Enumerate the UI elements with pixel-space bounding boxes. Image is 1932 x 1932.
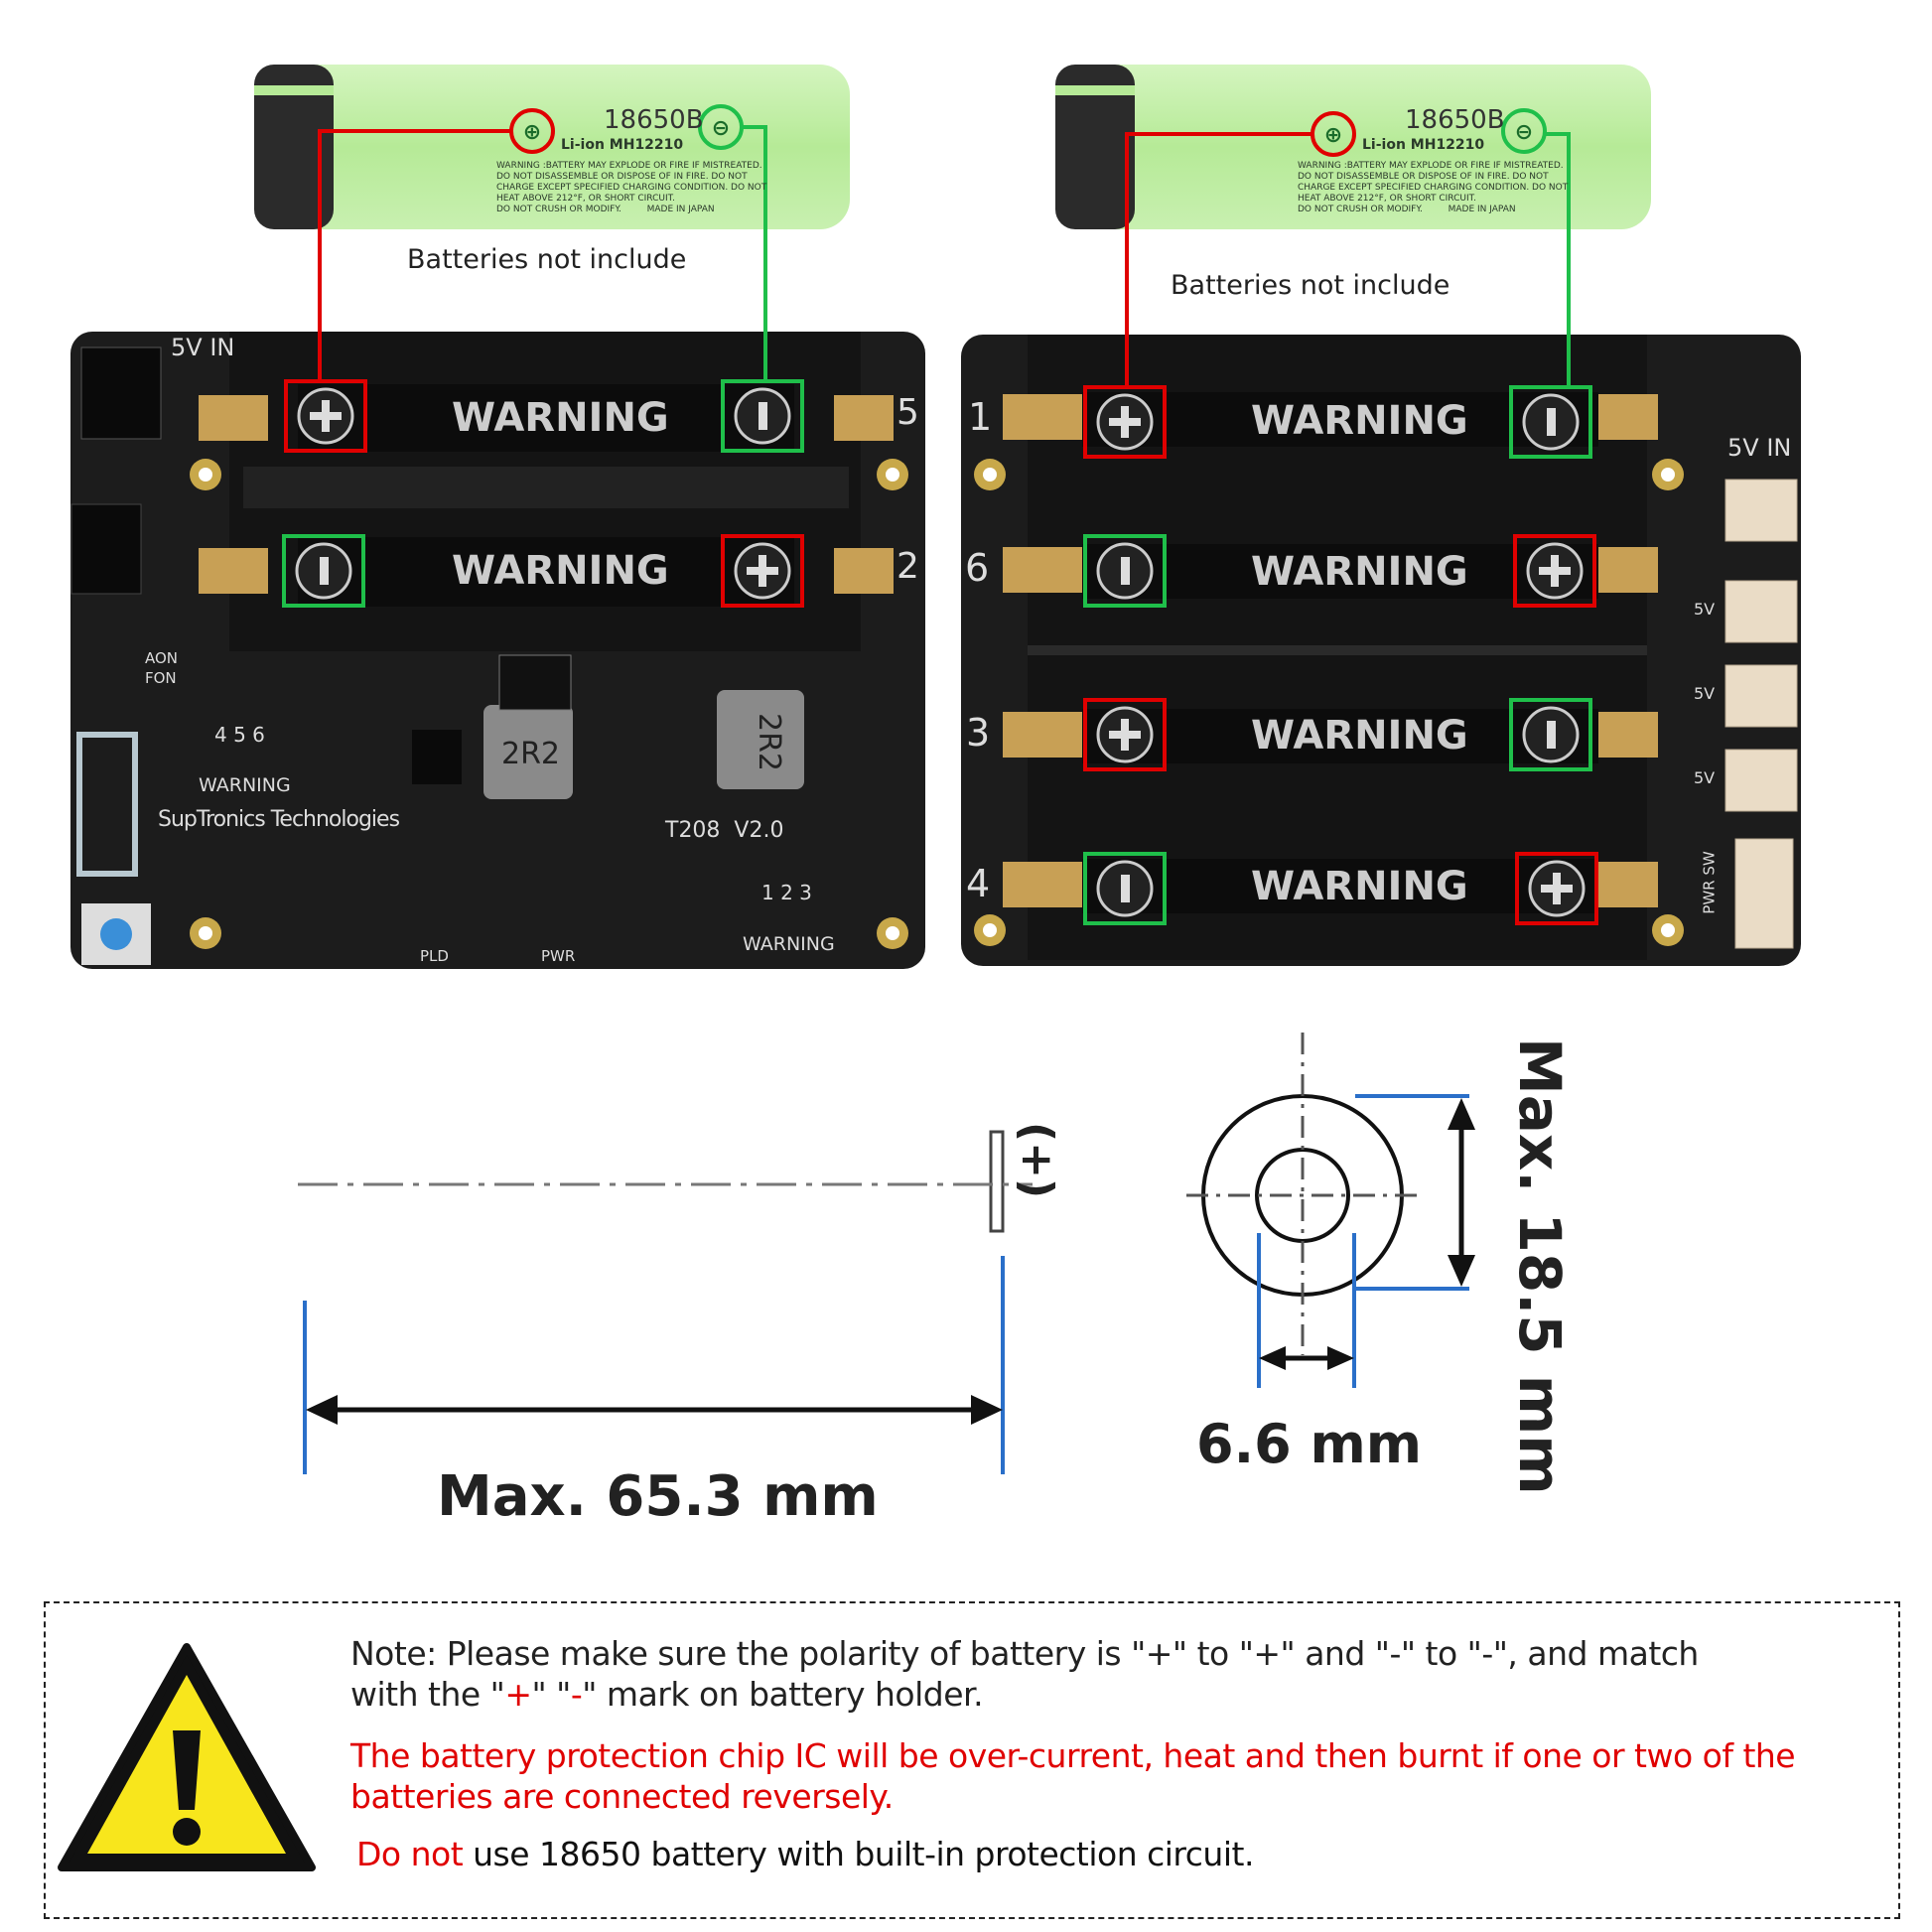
polarity-markers: [282, 379, 1598, 925]
plus-terminal-label: (+): [1012, 1122, 1062, 1199]
left-5v-in-label: 5V IN: [171, 334, 235, 361]
length-label: Max. 65.3 mm: [437, 1464, 879, 1529]
connector-5v-out-3: [1725, 749, 1798, 812]
right-slot4-warning: WARNING: [1251, 864, 1468, 909]
connector-5v-out-2: [1725, 664, 1798, 728]
left-slot1-warning: WARNING: [452, 395, 669, 441]
board-model: T208 V2.0: [665, 818, 784, 843]
left-slot-number: 2: [897, 546, 919, 587]
right-slot3-warning: WARNING: [1251, 713, 1468, 759]
inductor-label: 2R2: [752, 712, 787, 772]
pwr-label: PWR: [541, 947, 576, 965]
battery-chem-right: Li-ion MH12210: [1362, 137, 1485, 153]
battery-chem-left: Li-ion MH12210: [561, 137, 684, 153]
right-slot2-warning: WARNING: [1251, 549, 1468, 595]
diameter-label: Max. 18.5 mm: [1506, 1037, 1574, 1495]
top-illustration: ⊕ ⊖ ⊕ ⊖: [70, 65, 1801, 969]
svg-text:⊕: ⊕: [523, 120, 541, 145]
led-numbers-b: 1 2 3: [761, 881, 812, 904]
svg-text:⊕: ⊕: [1324, 123, 1342, 148]
output-label: 5V: [1694, 768, 1716, 787]
pwr-sw-label: PWR SW: [1700, 851, 1719, 914]
board-right: [961, 335, 1801, 966]
svg-text:⊖: ⊖: [712, 116, 730, 141]
connector-pwr-sw: [1734, 838, 1794, 949]
note-protection: Do not use 18650 battery with built-in p…: [356, 1835, 1254, 1873]
plus-minus-glyphs: [310, 400, 1573, 904]
right-5v-in-label: 5V IN: [1727, 434, 1792, 462]
note-box: [44, 1601, 1900, 1919]
battery-warning-left: WARNING :BATTERY MAY EXPLODE OR FIRE IF …: [496, 161, 767, 214]
right-slot-number: 3: [966, 711, 991, 755]
inductor-label: 2R2: [501, 737, 561, 771]
battery-model-left: 18650B: [604, 105, 704, 135]
note-polarity: Note: Please make sure the polarity of b…: [350, 1634, 1699, 1714]
connector-5v-in: [1725, 479, 1798, 542]
battery-model-right: 18650B: [1405, 105, 1505, 135]
left-slot2-warning: WARNING: [452, 548, 669, 594]
battery-right: [1055, 65, 1651, 229]
right-slot-number: 4: [966, 862, 991, 905]
note-reverse-warning: The battery protection chip IC will be o…: [350, 1736, 1796, 1816]
output-label: 5V: [1694, 600, 1716, 619]
caption-right: Batteries not include: [1171, 270, 1450, 301]
battery-left: [254, 65, 850, 229]
pld-label: PLD: [420, 947, 449, 965]
reset-button[interactable]: [85, 915, 143, 953]
right-slot-number: 1: [968, 395, 993, 439]
polarity-wires: [318, 104, 1571, 387]
svg-text:⊖: ⊖: [1515, 120, 1533, 145]
battery-warning-right: WARNING :BATTERY MAY EXPLODE OR FIRE IF …: [1298, 161, 1569, 214]
left-slot-number: 5: [897, 392, 919, 433]
board-left: [70, 332, 925, 969]
dimension-drawing: [298, 1033, 1475, 1474]
brand-label: SupTronics Technologies: [158, 807, 400, 832]
caption-left: Batteries not include: [407, 244, 687, 275]
right-slot1-warning: WARNING: [1251, 398, 1468, 444]
led-warning-a: WARNING: [199, 774, 291, 796]
output-label: 5V: [1694, 684, 1716, 703]
terminal-icons: [295, 387, 1586, 917]
terminal-diameter-label: 6.6 mm: [1196, 1413, 1422, 1475]
warning-triangle-icon: [58, 1643, 316, 1871]
right-slot-number: 6: [965, 546, 990, 590]
led-numbers-a: 4 5 6: [214, 723, 265, 747]
led-warning-b: WARNING: [743, 933, 835, 955]
connector-5v-out-1: [1725, 580, 1798, 643]
